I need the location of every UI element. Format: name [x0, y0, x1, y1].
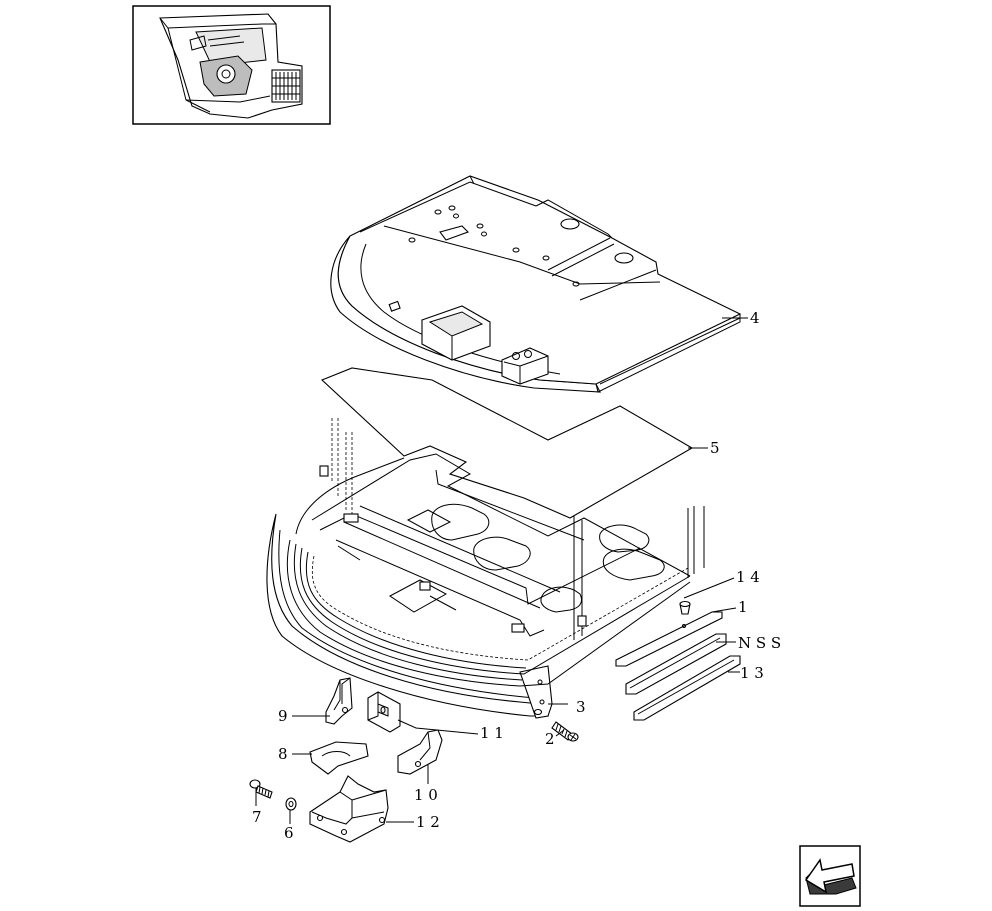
part-5-floor-mat	[320, 367, 694, 519]
part-4-floor-plate	[330, 175, 742, 393]
callout-12: 1 2	[416, 813, 440, 831]
arrow-back-icon[interactable]	[799, 845, 861, 907]
part-6-washer	[285, 797, 297, 811]
callout-8: 8	[278, 745, 288, 763]
callout-3: 3	[576, 698, 586, 716]
callout-13: 1 3	[740, 664, 764, 682]
part-11-bracket	[367, 691, 401, 733]
side-rail-parts	[615, 600, 741, 721]
callout-labels: 4 5 1 4 1 N S S 1 3 3 2 1 1 9 8 1 0 7 6 …	[252, 309, 781, 842]
part-12-bracket	[309, 775, 389, 843]
callout-11: 1 1	[480, 724, 504, 742]
cab-base-frame	[266, 418, 705, 719]
callout-6: 6	[284, 824, 294, 842]
leader-lines	[255, 317, 748, 824]
cab-locator-thumbnail	[132, 5, 331, 125]
callout-5: 5	[710, 439, 720, 457]
callout-2: 2	[545, 730, 555, 748]
callout-1: 1	[738, 598, 748, 616]
callout-7: 7	[252, 808, 262, 826]
part-7-bolt	[249, 779, 273, 799]
callout-nss: N S S	[738, 634, 781, 652]
callout-9: 9	[278, 707, 288, 725]
callout-10: 1 0	[414, 786, 438, 804]
part-10-bracket	[397, 729, 443, 775]
part-14-plug	[679, 600, 691, 615]
callout-14: 1 4	[736, 568, 760, 586]
callout-4: 4	[750, 309, 760, 327]
part-3-pin	[533, 708, 543, 716]
part-9-bracket	[325, 677, 353, 725]
part-8-plate	[309, 741, 369, 775]
part-2-screw	[551, 721, 579, 742]
